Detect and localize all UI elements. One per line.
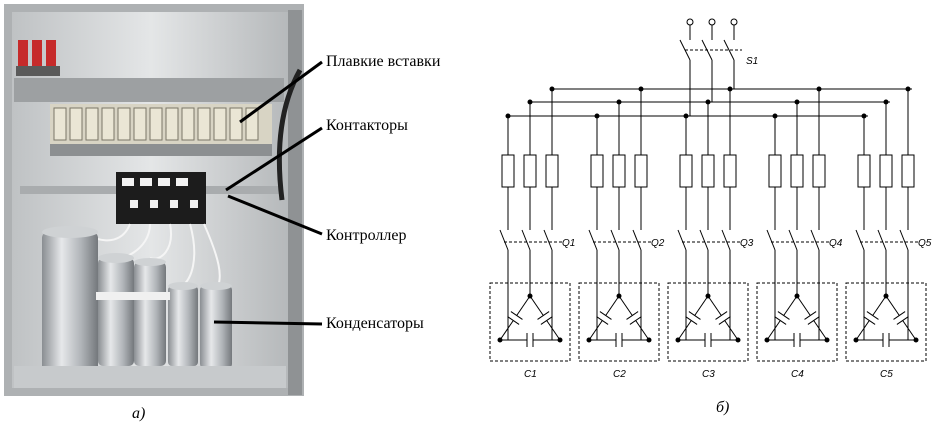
capacitor-label-c5: C5 [880,369,893,380]
fuse-row [50,104,272,156]
cabinet-door-edge [288,10,302,395]
callout-controller: Контроллер [326,227,406,244]
capacitor-label-c3: C3 [702,369,715,380]
callout-fuses: Плавкие вставки [326,53,441,70]
switch-label-q2: Q2 [651,238,665,249]
caption-b: б) [716,399,729,416]
switch-label-q1: Q1 [562,238,575,249]
callout-capacitors: Конденсаторы [326,315,424,332]
capacitor-label-c1: C1 [524,369,537,380]
capacitor-bank [42,226,232,372]
top-fuses [16,40,60,76]
callout-contactors: Контакторы [326,117,408,134]
shelf-plate [14,78,284,102]
cabinet-photo: Плавкие вставки Контакторы Контроллер Ко… [4,4,441,422]
main-switch-label: S1 [746,56,758,67]
capacitor-label-c4: C4 [791,369,804,380]
caption-a: а) [132,405,145,422]
switch-label-q5: Q5 [918,238,932,249]
contactor-block [116,172,206,224]
callout-leaders [213,60,323,326]
switch-label-q4: Q4 [829,238,843,249]
capacitor-label-c2: C2 [613,369,626,380]
switch-label-q3: Q3 [740,238,754,249]
bottom-plate [14,366,286,388]
